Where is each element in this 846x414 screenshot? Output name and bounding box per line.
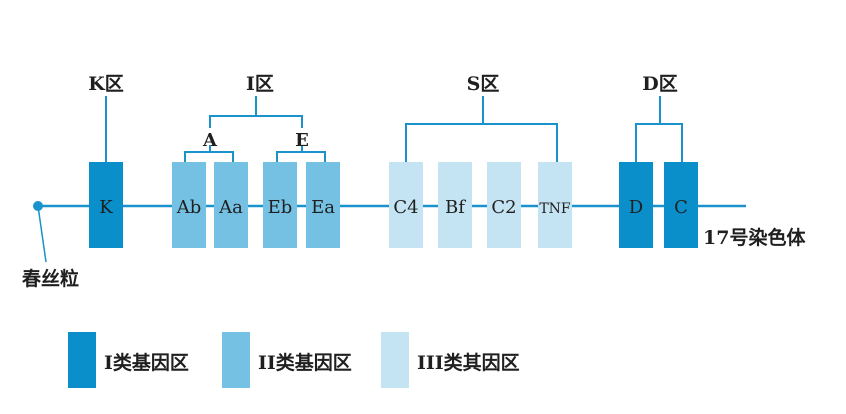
svg-text:K: K: [99, 197, 113, 218]
gene-box-c4: C4: [389, 162, 423, 248]
legend-item-class1: I类基因区: [68, 332, 189, 388]
gene-box-aa: Aa: [214, 162, 248, 248]
s-region-label: S区: [467, 73, 500, 95]
svg-text:II类基因区: II类基因区: [258, 351, 352, 374]
svg-text:Ea: Ea: [311, 197, 335, 218]
gene-box-c: C: [664, 162, 698, 248]
k-region-label: K区: [88, 73, 124, 95]
svg-text:Aa: Aa: [218, 197, 243, 218]
svg-text:C2: C2: [491, 197, 516, 218]
d-region-label: D区: [642, 73, 677, 95]
gene-box-ab: Ab: [172, 162, 206, 248]
centromere-label: 春丝粒: [22, 267, 79, 290]
centromere-pointer: [37, 205, 47, 263]
legend: I类基因区 II类基因区 III类其因区: [68, 332, 520, 388]
s-region-bracket: [405, 96, 558, 162]
subgroup-label-a: A: [202, 130, 218, 151]
gene-box-k: K: [89, 162, 123, 248]
gene-box-ea: Ea: [306, 162, 340, 248]
gene-box-eb: Eb: [263, 162, 297, 248]
svg-text:D: D: [629, 197, 643, 218]
svg-text:I类基因区: I类基因区: [104, 351, 189, 374]
gene-box-d: D: [619, 162, 653, 248]
i-region-label: I区: [246, 73, 274, 95]
legend-item-class2: II类基因区: [222, 332, 352, 388]
svg-text:III类其因区: III类其因区: [417, 351, 520, 374]
svg-text:TNF: TNF: [539, 201, 571, 217]
i-region-bracket: [184, 96, 326, 162]
gene-box-tnf: TNF: [538, 162, 572, 248]
gene-box-bf: Bf: [438, 162, 472, 248]
svg-text:Bf: Bf: [445, 197, 466, 218]
svg-text:Ab: Ab: [176, 197, 202, 218]
gene-box-c2: C2: [487, 162, 521, 248]
legend-item-class3: III类其因区: [381, 332, 520, 388]
svg-text:C4: C4: [393, 197, 418, 218]
svg-text:Eb: Eb: [268, 197, 293, 218]
chromosome-label: 17号染色体: [703, 226, 806, 249]
d-region-bracket: [635, 96, 683, 162]
subgroup-label-e: E: [295, 130, 309, 151]
svg-text:C: C: [674, 197, 688, 218]
